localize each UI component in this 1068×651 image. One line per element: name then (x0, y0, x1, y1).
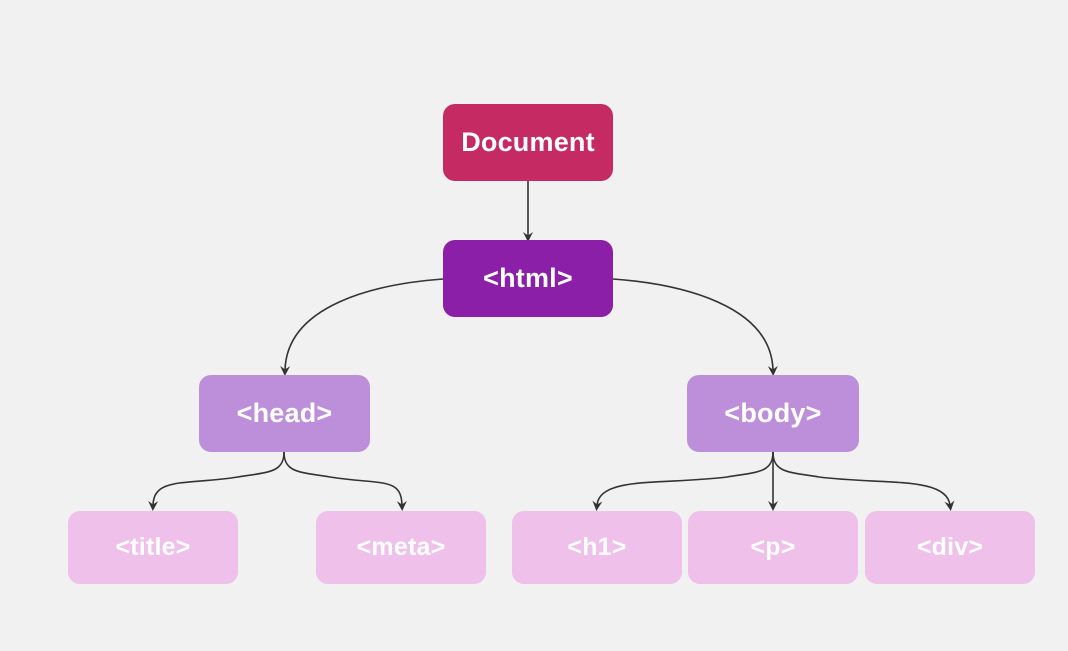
node-p: <p> (688, 511, 858, 584)
edge-head-title (148, 451, 285, 511)
edge-html-head (280, 278, 444, 376)
node-body: <body> (687, 375, 859, 452)
node-head: <head> (199, 375, 370, 452)
node-h1: <h1> (512, 511, 682, 584)
node-meta: <meta> (316, 511, 486, 584)
node-document: Document (443, 104, 613, 181)
node-title: <title> (68, 511, 238, 584)
edge-head-meta (283, 451, 407, 511)
node-html: <html> (443, 240, 613, 317)
edge-body-div (772, 451, 955, 511)
edge-html-body (612, 278, 778, 376)
edge-body-h1 (592, 451, 774, 511)
node-div: <div> (865, 511, 1035, 584)
